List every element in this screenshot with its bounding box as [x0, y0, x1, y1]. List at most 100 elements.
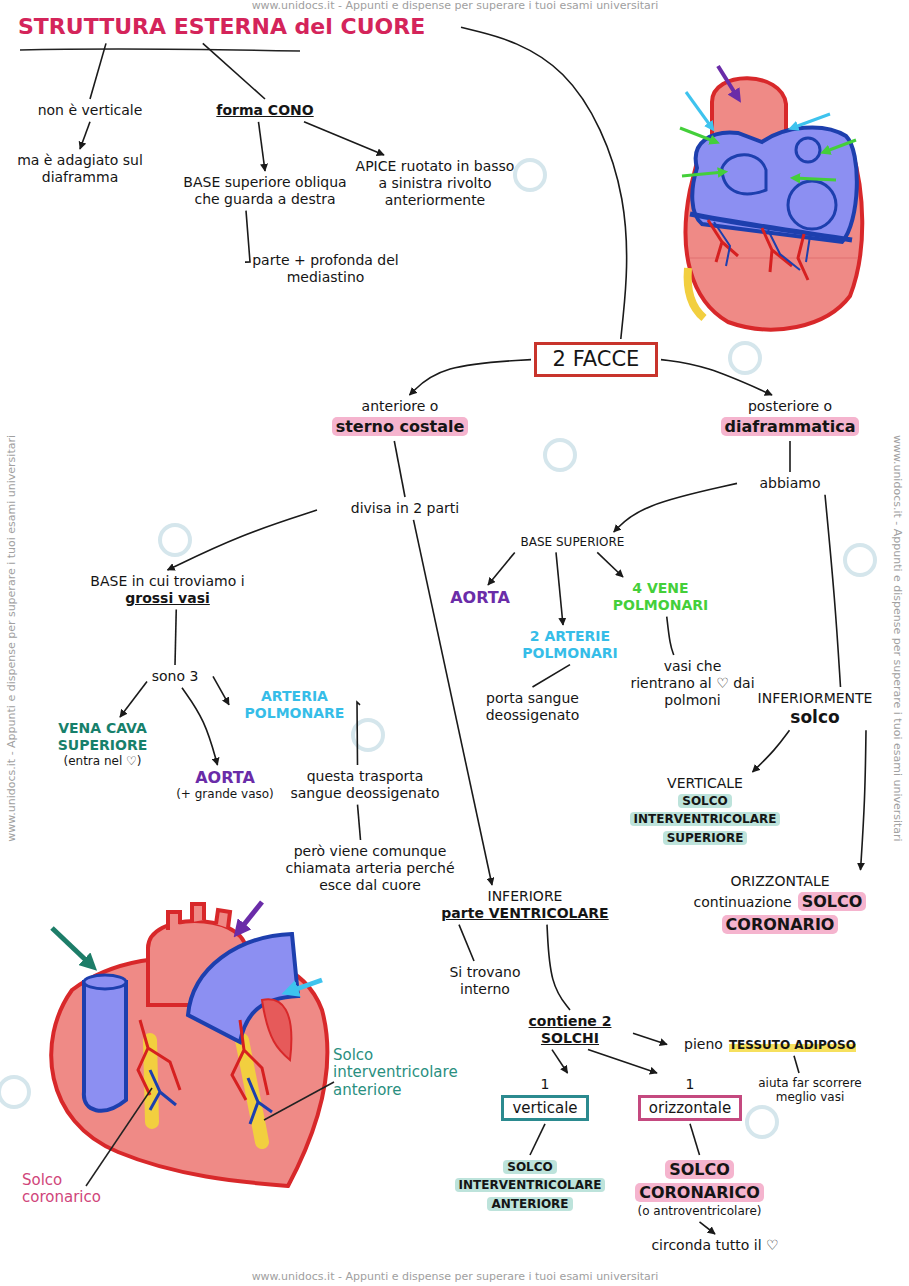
node-text: verticale — [501, 1095, 588, 1121]
node-text: 2 FACCE — [537, 347, 655, 372]
watermark-logo — [730, 343, 760, 373]
vein-stub — [722, 155, 766, 194]
node-text: ORIZZONTALE — [665, 873, 895, 890]
sulcus-box: 1 verticale — [500, 1076, 590, 1121]
node-text: vasi che rientrano al ♡ dai polmoni — [630, 658, 755, 708]
concept-text: contiene 2 SOLCHI — [510, 1013, 630, 1047]
cardiac-vein — [150, 1070, 272, 1124]
concept-text: INFERIORMENTEsolco — [730, 690, 900, 727]
node-text: TESSUTO ADIPOSO — [729, 1038, 856, 1052]
connector — [168, 510, 318, 570]
concept-text: BASE in cui troviamo igrossi vasi — [80, 573, 255, 607]
connector — [556, 552, 563, 625]
connector — [304, 122, 384, 155]
connector — [120, 681, 147, 717]
node-text: SOLCO INTERVENTRICOLARE ANTERIORE — [455, 1160, 606, 1211]
vena-cava — [84, 982, 126, 1111]
watermark-logo — [747, 1107, 777, 1137]
watermark-logo — [353, 720, 383, 750]
watermark-logo — [545, 440, 575, 470]
node-text: VERTICALE — [610, 775, 800, 792]
node-text: grossi vasi — [80, 590, 255, 607]
concept-text: APICE ruotato in basso a sinistra rivolt… — [350, 158, 520, 208]
connector — [614, 483, 737, 532]
watermark-logo — [845, 545, 875, 575]
aorta-arch — [712, 78, 786, 150]
concept-text: però viene comunque chiamata arteria per… — [275, 843, 465, 893]
node-text: forma CONO — [200, 102, 330, 119]
connector — [358, 805, 361, 840]
node-text: però viene comunque chiamata arteria per… — [275, 843, 465, 893]
concept-text: divisa in 2 parti — [320, 500, 490, 517]
node-text: 2 ARTERIE POLMONARI — [500, 628, 640, 662]
concept-text: forma CONO — [200, 102, 330, 119]
watermark: www.unidocs.it - Appunti e dispense per … — [205, 0, 705, 13]
node-text: 1 — [500, 1076, 590, 1093]
pulmonary-trunk — [188, 934, 298, 1042]
node-text: orizzontale — [638, 1095, 742, 1121]
node-text: sterno costale — [332, 417, 469, 436]
node-text: divisa in 2 parti — [320, 500, 490, 517]
concept-text: parte + profonda del mediastino — [248, 252, 403, 286]
pointer-arrow — [794, 178, 836, 180]
concept-text: posteriore odiaframmatica — [700, 398, 880, 438]
sulcus-term: ORIZZONTALEcontinuazioneSOLCO CORONARIO — [665, 873, 895, 936]
connector — [175, 610, 176, 665]
node-text: INFERIORMENTE — [730, 690, 900, 707]
pointer-arrow — [686, 92, 712, 128]
node-text: aiuta far scorrere meglio vasi — [755, 1076, 865, 1105]
node-text: questa trasporta sangue deossigenato — [290, 768, 440, 802]
connector — [825, 495, 841, 687]
node-text: Si trovano interno — [430, 964, 540, 998]
pointer-arrow — [680, 128, 716, 142]
concept-text: BASE superiore obliqua che guarda a dest… — [170, 174, 360, 208]
connector — [182, 688, 218, 765]
connector — [259, 122, 266, 171]
connector — [547, 925, 570, 1010]
concept-text: non è verticale — [25, 102, 155, 119]
node-text: parte + profonda del mediastino — [248, 252, 403, 286]
pointer-arrow — [792, 114, 830, 128]
fat-tissue — [688, 268, 704, 318]
vessel-term: AORTA — [440, 588, 520, 607]
vessel-term: VENA CAVA SUPERIORE(entra nel ♡) — [15, 720, 190, 768]
node-text: ARTERIA POLMONARE — [232, 688, 357, 722]
connector — [794, 1056, 799, 1073]
heart-body — [51, 958, 327, 1186]
part-label: Solco coronarico — [22, 1172, 122, 1207]
node-text: SOLCO INTERVENTRICOLARE SUPERIORE — [630, 794, 781, 845]
cardiac-vein — [714, 222, 810, 270]
connector — [633, 1033, 667, 1044]
connector — [661, 360, 772, 395]
watermark-logo — [160, 525, 190, 555]
vein-opening — [796, 138, 820, 162]
connector — [414, 520, 493, 885]
pointer-arrow — [288, 980, 322, 992]
connector — [357, 702, 360, 765]
heart-body — [686, 150, 863, 330]
leader-line — [264, 1082, 334, 1120]
watermark-logo — [515, 160, 545, 190]
concept-text: vasi che rientrano al ♡ dai polmoni — [630, 658, 755, 708]
sulcus-term: SOLCO CORONARICO(o antroventricolare) — [612, 1158, 787, 1219]
concept-text: BASE SUPERIORE — [490, 535, 655, 549]
connector — [459, 925, 474, 961]
node-text: continuazione — [694, 894, 792, 910]
node-text: AORTA — [440, 588, 520, 607]
pointer-arrow — [238, 902, 262, 932]
atria — [692, 127, 857, 242]
connector — [213, 676, 229, 704]
node-text: posteriore o — [700, 398, 880, 415]
vein-opening — [788, 181, 836, 229]
connector — [90, 43, 106, 99]
connector — [588, 1050, 657, 1073]
coronary-artery — [138, 1020, 268, 1100]
vessel-term: 4 VENE POLMONARI — [598, 580, 723, 614]
connector — [700, 1222, 716, 1234]
connector — [533, 665, 571, 687]
concept-text: aiuta far scorrere meglio vasi — [755, 1076, 865, 1105]
connector — [80, 122, 90, 149]
node-text: VENA CAVA SUPERIORE — [15, 720, 190, 754]
watermark: www.unidocs.it - Appunti e dispense per … — [891, 358, 904, 918]
vena-cava-top — [84, 975, 126, 989]
